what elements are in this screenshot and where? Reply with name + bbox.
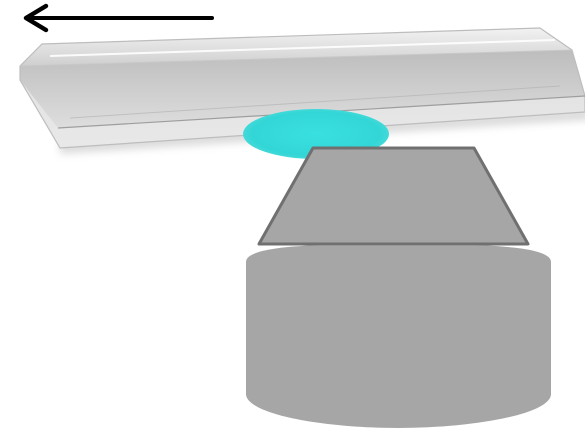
left-arrow-icon: [23, 3, 214, 33]
objective-nose: [257, 146, 530, 246]
objective-body: [246, 244, 551, 428]
objective-lens: [246, 146, 551, 428]
